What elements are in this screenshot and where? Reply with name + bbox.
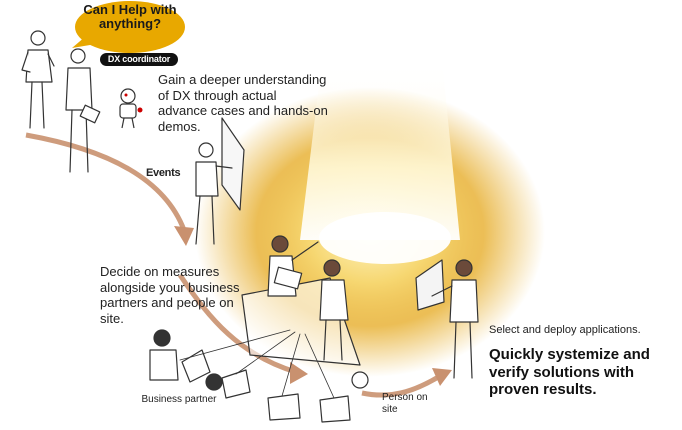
speech-bubble: [75, 1, 185, 53]
deployer-person-icon: [415, 259, 479, 379]
events-label: Events: [146, 167, 181, 179]
journey-arrow-2-head: [290, 362, 308, 384]
journey-arrow-3: [361, 373, 442, 398]
journey-arrow-2: [177, 273, 297, 375]
select-deploy-text: Select and deploy applications.: [489, 324, 641, 336]
presenter-icon: [195, 117, 245, 245]
speech-bubble-text: Can I Help with anything?: [83, 2, 177, 31]
coordinator-person-icon: [21, 30, 101, 173]
speech-bubble-tail: [72, 36, 96, 48]
gain-understanding-text: Gain a deeper understanding of DX throug…: [158, 72, 328, 134]
journey-arrow-1: [25, 132, 187, 231]
spotlight-center: [319, 212, 451, 264]
spotlight-beam: [300, 60, 460, 240]
journey-arrow-3-head: [432, 368, 452, 386]
journey-arrow-1-head: [174, 226, 194, 246]
decide-measures-text: Decide on measures alongside your busine…: [100, 264, 240, 326]
business-partner-label: Business partner: [141, 394, 217, 405]
person-on-site-label: Person on site: [382, 392, 428, 415]
robot-icon: [119, 88, 143, 129]
dx-coordinator-label: DX coordinator: [100, 53, 178, 66]
meeting-group-icon: [149, 235, 369, 423]
quickly-systemize-text: Quickly systemize and verify solutions w…: [489, 346, 650, 399]
